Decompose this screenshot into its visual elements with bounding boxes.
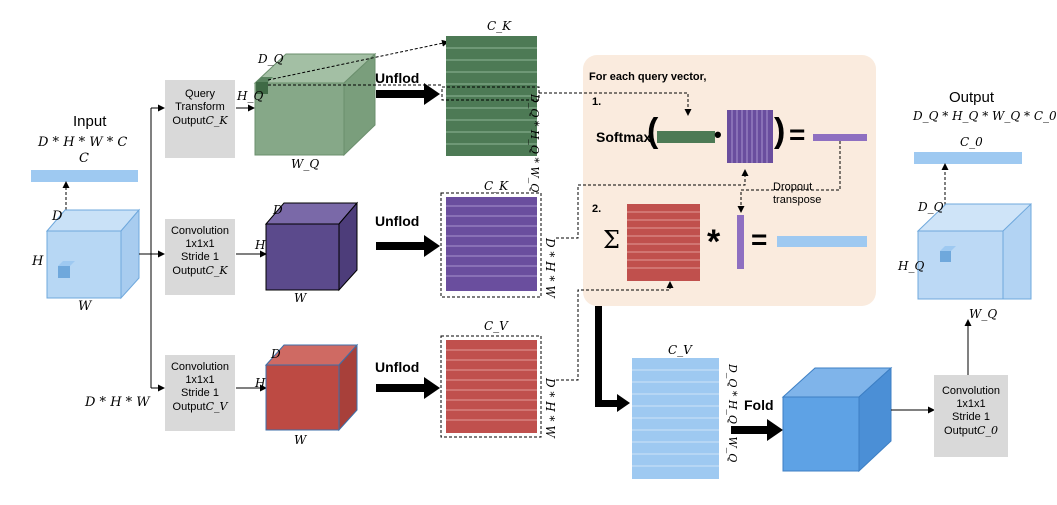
fold-label: Fold — [744, 397, 774, 413]
key-box-line2: 1x1x1 — [185, 238, 215, 250]
value-box-line1: Convolution — [170, 361, 230, 373]
value-cube-w: W — [294, 433, 307, 447]
query-box-sub: C_K — [205, 114, 228, 127]
input-dims: D * H * W * C — [38, 135, 128, 150]
softmax-label: Softmax — [596, 129, 652, 145]
query-cube-w: W_Q — [291, 157, 320, 171]
input-w-label: W — [78, 299, 92, 314]
key-transpose-matrix — [727, 110, 773, 163]
query-vector-bar — [657, 131, 715, 143]
key-matrix-top: C_K — [484, 179, 509, 193]
unflod-label-1: Unflod — [375, 70, 420, 86]
value-cube-d: D — [271, 347, 281, 361]
query-matrix — [441, 36, 540, 156]
unflod-arrow-1 — [376, 83, 440, 105]
query-matrix-side: D_Q * H_Q * W_Q — [528, 94, 541, 193]
output-h-label: H_Q — [898, 259, 925, 273]
key-box-sub: C_K — [205, 264, 228, 277]
value-conv-box: Convolution 1x1x1 Stride 1 OutputC_V — [165, 355, 235, 431]
value-to-sum-dash — [556, 281, 674, 381]
key-to-softmax-dash — [556, 169, 749, 239]
star-operator: * — [707, 223, 721, 261]
input-title: Input — [73, 113, 107, 130]
key-matrix-side: D * H * W — [543, 238, 557, 298]
query-cube-h: H_Q — [237, 89, 264, 103]
key-conv-box: Convolution 1x1x1 Stride 1 OutputC_K — [165, 219, 235, 295]
key-box-line3: Stride 1 — [181, 251, 219, 263]
key-matrix — [440, 192, 542, 298]
query-box-line1: Query — [185, 88, 215, 100]
output-c-label: C_0 — [960, 135, 983, 149]
value-box-line2: 1x1x1 — [185, 374, 215, 386]
key-cube-w: W — [294, 291, 307, 305]
value-matrix-side: D * H * W — [543, 378, 557, 438]
output-matrix-side: D_Q * H_Q * W_Q — [726, 364, 739, 463]
unflod-arrow-2 — [376, 235, 440, 257]
fold-cube — [781, 366, 893, 473]
to-output-matrix-arrow — [595, 306, 630, 412]
key-box-line1: Convolution — [170, 225, 230, 237]
value-box-line3: Stride 1 — [181, 387, 219, 399]
query-transform-box: Query Transform OutputC_K — [165, 80, 235, 158]
output-d-label: D_Q — [918, 200, 944, 214]
final-conv-box: Convolution 1x1x1 Stride 1 OutputC_0 — [934, 375, 1008, 457]
value-panel-matrix — [627, 204, 700, 281]
input-bottom-dims: D * H * W — [85, 395, 150, 410]
output-matrix-top: C_V — [668, 343, 692, 357]
output-cube — [916, 202, 1032, 300]
output-w-label: W_Q — [969, 307, 998, 321]
value-cube-h: H — [255, 376, 266, 390]
input-d-label: D — [52, 209, 63, 224]
attention-weight-bar — [813, 134, 867, 141]
result-vector-bar — [777, 236, 867, 247]
transpose-label: transpose — [773, 194, 822, 206]
key-cube — [264, 201, 359, 292]
unflod-arrow-3 — [376, 377, 440, 399]
attention-step2: 2. — [592, 203, 602, 215]
query-box-line3: Output — [172, 115, 206, 127]
query-cube-d: D_Q — [258, 52, 284, 66]
diagram-svg — [31, 36, 1032, 479]
final-box-line1: Convolution — [941, 385, 1001, 397]
query-matrix-top: C_K — [487, 19, 512, 33]
weight-column-bar — [737, 215, 744, 269]
attention-step1: 1. — [592, 96, 602, 108]
value-matrix — [440, 335, 542, 438]
final-box-sub: C_0 — [977, 424, 998, 437]
input-h-label: H — [32, 254, 44, 269]
unflod-label-3: Unflod — [375, 359, 420, 375]
input-c-label: C — [79, 151, 89, 166]
key-box-line4: Output — [172, 265, 206, 277]
output-dims: D_Q * H_Q * W_Q * C_0 — [913, 109, 1057, 123]
value-box-line4: Output — [172, 401, 206, 413]
output-channel-bar — [914, 152, 1022, 164]
fold-arrow — [731, 419, 783, 441]
equals-1: = — [789, 119, 806, 150]
final-box-line4: Output — [944, 425, 978, 437]
unflod-label-2: Unflod — [375, 213, 420, 229]
value-matrix-top: C_V — [484, 319, 508, 333]
softmax-close-paren: ) — [774, 112, 786, 150]
dropout-label: Dropout — [773, 181, 813, 193]
query-dash-2 — [267, 39, 449, 81]
query-cube — [253, 52, 377, 157]
value-box-sub: C_V — [205, 400, 228, 413]
dot-operator: • — [714, 122, 722, 147]
attention-header: For each query vector, — [589, 71, 707, 83]
diagram-canvas: Input D * H * W * C C D H W D * H * W Qu… — [31, 19, 1057, 479]
query-box-line2: Transform — [175, 101, 225, 113]
equals-2: = — [751, 224, 768, 255]
output-title: Output — [949, 89, 995, 106]
output-matrix — [632, 358, 719, 479]
final-box-line3: Stride 1 — [952, 411, 990, 423]
softmax-open-paren: ( — [647, 112, 659, 150]
final-box-line2: 1x1x1 — [956, 398, 986, 410]
input-channel-bar — [31, 170, 138, 182]
key-cube-d: D — [273, 203, 283, 217]
input-cube — [45, 208, 141, 300]
sigma-symbol: Σ — [603, 226, 620, 254]
key-cube-h: H — [255, 238, 266, 252]
value-cube — [264, 343, 359, 432]
